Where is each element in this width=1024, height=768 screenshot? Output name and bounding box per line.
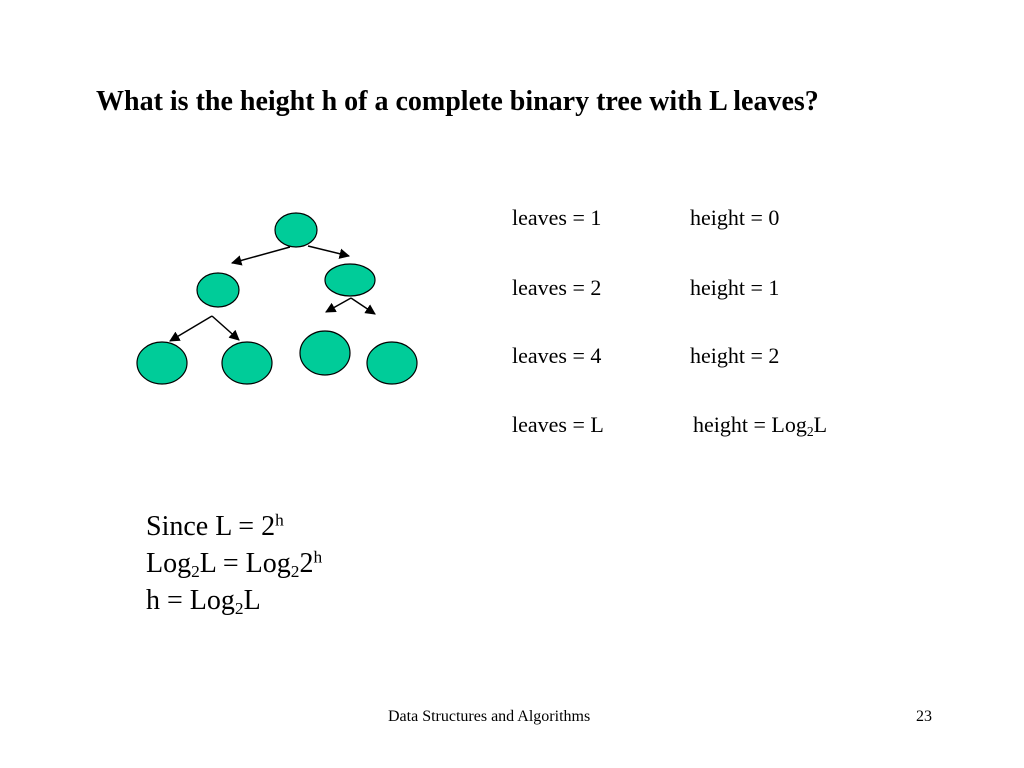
derivation-text: Log (146, 548, 192, 579)
derivation-block: Since L = 2h Log2L = Log22h h = Log2L (146, 508, 322, 619)
edge-right-leftleaf (325, 297, 352, 313)
derivation-line-3: h = Log2L (146, 582, 322, 619)
derivation-subscript: 2 (290, 562, 300, 582)
derivation-text: 2 (299, 548, 314, 579)
derivation-subscript: 2 (234, 599, 244, 619)
derivation-text: L = Log (199, 548, 291, 579)
tree-leaf-3 (299, 330, 351, 376)
tree-nodes (136, 212, 418, 385)
edge-root-right (307, 245, 351, 259)
fact-height-suffix: L (813, 412, 828, 437)
derivation-line-2: Log2L = Log22h (146, 545, 322, 582)
derivation-superscript: h (313, 547, 323, 567)
fact-leaves: leaves = 4 (512, 343, 602, 368)
derivation-text: L (243, 585, 261, 616)
fact-height-prefix: height = Log (693, 412, 807, 437)
tree-node-left (196, 272, 240, 308)
fact-leaves: leaves = 1 (512, 205, 602, 230)
fact-height-subscript: 2 (806, 424, 814, 440)
edge-right-rightleaf (350, 297, 376, 315)
fact-height: height = 2 (690, 343, 780, 368)
derivation-text: h = Log (146, 585, 235, 616)
tree-node-right (324, 263, 376, 297)
tree-leaf-4 (366, 341, 418, 385)
edge-left-rightleaf (211, 315, 240, 341)
fact-height: height = 1 (690, 275, 780, 300)
edge-left-leftleaf (169, 315, 213, 342)
tree-leaf-2 (221, 341, 273, 385)
fact-leaves: leaves = 2 (512, 275, 602, 300)
tree-edges (169, 245, 376, 342)
fact-height: height = Log2L (693, 412, 827, 438)
tree-node-root (274, 212, 318, 248)
edge-root-left (230, 246, 291, 266)
fact-leaves: leaves = L (512, 412, 604, 437)
tree-leaf-1 (136, 341, 188, 385)
derivation-line-1: Since L = 2h (146, 508, 322, 545)
footer-course-title: Data Structures and Algorithms (388, 708, 591, 725)
footer-page-number: 23 (916, 708, 932, 725)
derivation-text: Since L = 2 (146, 511, 276, 542)
fact-height: height = 0 (690, 205, 780, 230)
derivation-superscript: h (275, 510, 284, 530)
slide-title: What is the height h of a complete binar… (96, 86, 819, 117)
derivation-subscript: 2 (191, 562, 200, 582)
